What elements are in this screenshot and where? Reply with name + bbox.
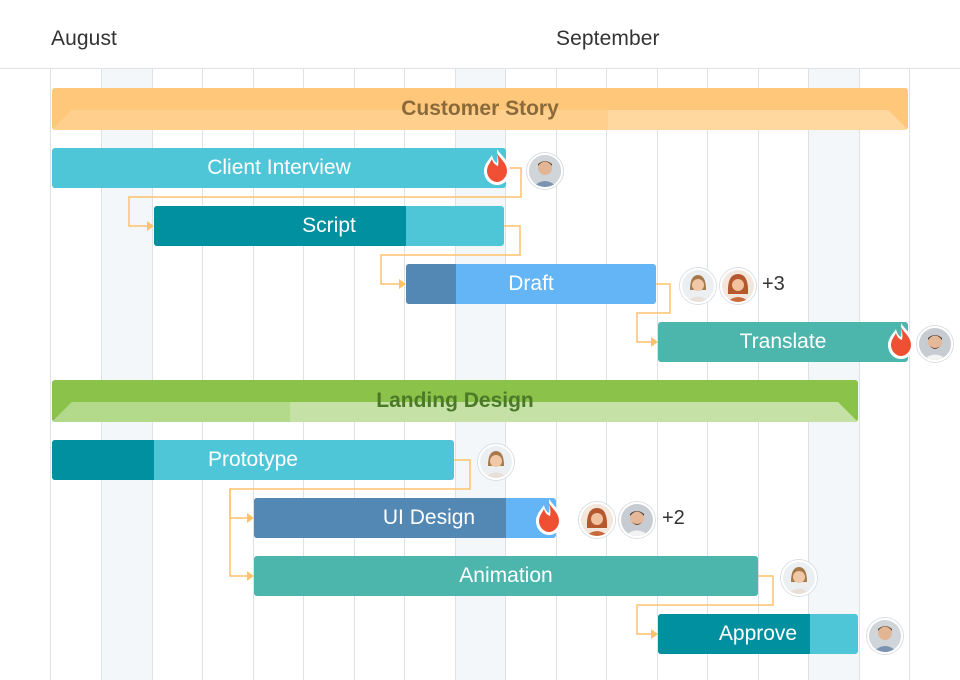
- month-label-september: September: [556, 27, 660, 50]
- assignee-avatar[interactable]: [478, 444, 514, 480]
- more-assignees-count[interactable]: +3: [762, 273, 785, 295]
- task-label: Approve: [718, 622, 798, 645]
- more-assignees-count[interactable]: +2: [662, 507, 685, 529]
- assignee-avatar[interactable]: [527, 153, 563, 189]
- fire-icon: [888, 323, 914, 359]
- task-bar-translate[interactable]: Translate: [658, 322, 908, 362]
- assignee-avatar[interactable]: [619, 502, 655, 538]
- task-label: Translate: [739, 330, 827, 353]
- task-bar-approve[interactable]: Approve: [658, 614, 858, 654]
- group-bar-landing-design[interactable]: Landing Design: [52, 380, 858, 422]
- task-bar-client-interview[interactable]: Client Interview: [52, 148, 506, 188]
- fire-icon: [536, 499, 562, 535]
- timeline-header: August September: [0, 0, 960, 69]
- task-label: Client Interview: [207, 156, 351, 179]
- group-bar-customer-story[interactable]: Customer Story: [52, 88, 908, 130]
- task-label: Animation: [459, 564, 553, 587]
- month-label-august: August: [51, 27, 117, 50]
- group-label: Customer Story: [401, 97, 559, 120]
- weekend-column: [809, 69, 860, 680]
- assignee-avatar[interactable]: [781, 560, 817, 596]
- assignee-avatar[interactable]: [917, 326, 953, 362]
- task-bar-draft[interactable]: Draft: [406, 264, 656, 304]
- fire-icon: [484, 149, 510, 185]
- assignee-avatar[interactable]: [680, 268, 716, 304]
- task-bar-script[interactable]: Script: [154, 206, 504, 246]
- task-label: Script: [302, 214, 356, 237]
- task-bar-ui-design[interactable]: UI Design: [254, 498, 556, 538]
- task-label: UI Design: [382, 506, 476, 529]
- assignee-avatar[interactable]: [579, 502, 615, 538]
- task-bar-prototype[interactable]: Prototype: [52, 440, 454, 480]
- task-label: Prototype: [208, 448, 298, 471]
- assignee-avatar[interactable]: [867, 618, 903, 654]
- group-label: Landing Design: [376, 389, 534, 412]
- task-label: Draft: [508, 272, 554, 295]
- task-bar-animation[interactable]: Animation: [254, 556, 758, 596]
- assignee-avatar[interactable]: [720, 268, 756, 304]
